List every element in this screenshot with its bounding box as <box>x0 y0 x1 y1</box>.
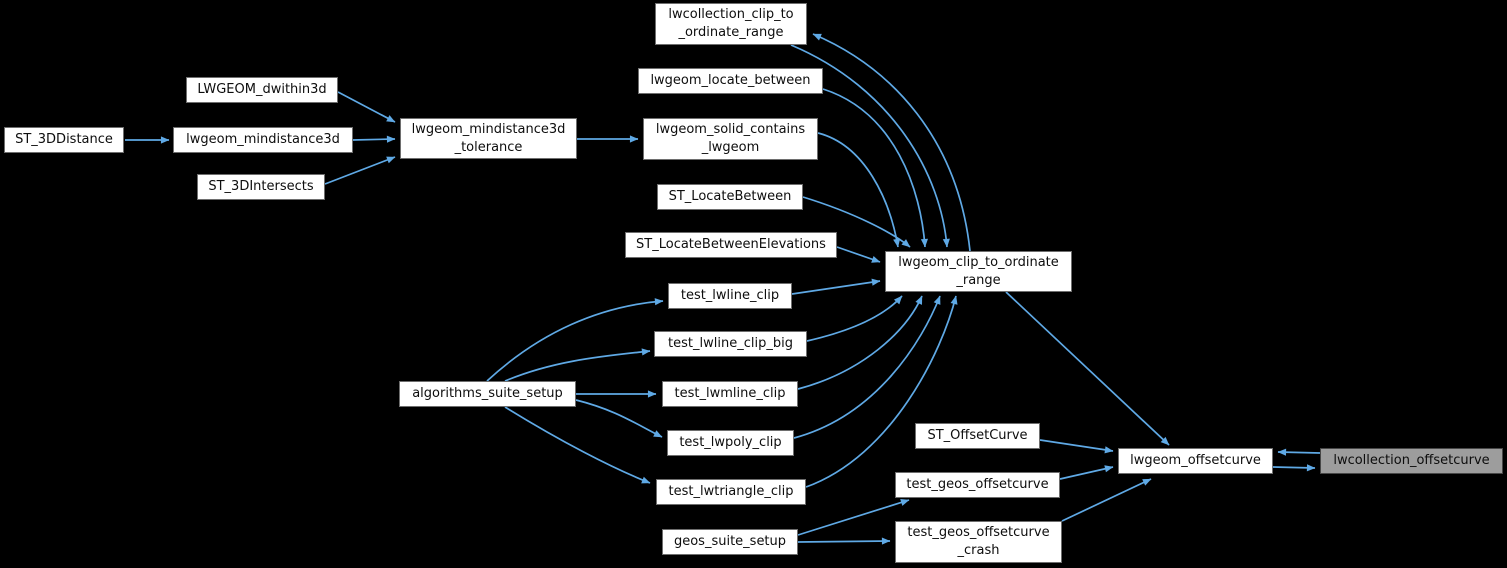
node-test-lwpoly-clip[interactable]: test_lwpoly_clip <box>667 430 794 456</box>
edge-algorithms-suite-setup-to-test-lwpoly-clip <box>575 399 663 438</box>
node-lwgeom-clip-to-ordinate-range[interactable]: lwgeom_clip_to_ordinate _range <box>885 251 1072 292</box>
node-lwgeom-mindistance3d[interactable]: lwgeom_mindistance3d <box>173 127 353 153</box>
edge-lwcollection-offsetcurve-to-lwgeom-offsetcurve <box>1277 448 1321 456</box>
node-test-lwtriangle-clip[interactable]: test_lwtriangle_clip <box>656 479 806 505</box>
node-st-offsetcurve[interactable]: ST_OffsetCurve <box>915 423 1040 449</box>
edge-test-lwpoly-clip-to-lwgeom-clip-to-ordinate-range <box>793 295 941 439</box>
edge-geos-suite-setup-to-test-geos-offsetcurve-crash <box>797 537 891 545</box>
edge-lwgeom-dwithin3d-to-lwgeom-mindistance3d-tolerance <box>337 91 396 123</box>
edge-lwgeom-solid-contains-lwgeom-to-lwgeom-clip-to-ordinate-range <box>817 132 901 248</box>
edge-geos-suite-setup-to-test-geos-offsetcurve <box>797 499 910 536</box>
node-lwcollection-offsetcurve[interactable]: lwcollection_offsetcurve <box>1320 448 1503 474</box>
node-test-geos-offsetcurve[interactable]: test_geos_offsetcurve <box>895 472 1060 498</box>
node-algorithms-suite-setup[interactable]: algorithms_suite_setup <box>399 381 576 407</box>
node-st-3dintersects[interactable]: ST_3DIntersects <box>197 174 325 200</box>
edge-lwgeom-mindistance3d-to-lwgeom-mindistance3d-tolerance <box>352 135 396 143</box>
edge-st-offsetcurve-to-lwgeom-offsetcurve <box>1039 439 1114 454</box>
node-lwgeom-offsetcurve[interactable]: lwgeom_offsetcurve <box>1118 448 1273 474</box>
node-st-locatebetweenelevations[interactable]: ST_LocateBetweenElevations <box>625 232 837 258</box>
node-lwgeom-dwithin3d[interactable]: LWGEOM_dwithin3d <box>186 77 338 103</box>
node-lwcollection-clip-to-ordinate-range[interactable]: lwcollection_clip_to _ordinate_range <box>655 3 807 45</box>
edge-st-locatebetweenelevations-to-lwgeom-clip-to-ordinate-range <box>836 246 881 263</box>
node-test-lwline-clip[interactable]: test_lwline_clip <box>668 283 792 309</box>
edge-lwgeom-locate-between-to-lwgeom-clip-to-ordinate-range <box>822 88 928 248</box>
edge-test-lwmline-clip-to-lwgeom-clip-to-ordinate-range <box>797 295 923 390</box>
edge-test-geos-offsetcurve-to-lwgeom-offsetcurve <box>1059 465 1114 480</box>
edge-st-3dintersects-to-lwgeom-mindistance3d-tolerance <box>324 156 396 185</box>
edge-algorithms-suite-setup-to-test-lwtriangle-clip <box>504 406 651 484</box>
edge-lwgeom-clip-to-ordinate-range-to-lwgeom-offsetcurve <box>1005 291 1170 446</box>
edge-lwcollection-clip-to-ordinate-range-to-lwgeom-clip-to-ordinate-range <box>790 44 950 248</box>
node-lwgeom-mindistance3d-tolerance[interactable]: lwgeom_mindistance3d _tolerance <box>400 118 577 159</box>
edge-algorithms-suite-setup-to-test-lwline-clip <box>486 298 664 382</box>
edge-lwgeom-clip-to-ordinate-range-to-lwcollection-clip-to-ordinate-range <box>812 33 971 252</box>
node-test-lwline-clip-big[interactable]: test_lwline_clip_big <box>654 331 807 357</box>
edge-lwgeom-offsetcurve-to-lwcollection-offsetcurve <box>1272 464 1316 472</box>
edge-test-lwtriangle-clip-to-lwgeom-clip-to-ordinate-range <box>805 295 958 488</box>
edge-test-geos-offsetcurve-crash-to-lwgeom-offsetcurve <box>1061 478 1152 522</box>
node-st-locatebetween[interactable]: ST_LocateBetween <box>657 184 803 210</box>
node-st-3ddistance[interactable]: ST_3DDistance <box>4 127 124 153</box>
edge-test-lwline-clip-big-to-lwgeom-clip-to-ordinate-range <box>806 295 903 342</box>
node-test-lwmline-clip[interactable]: test_lwmline_clip <box>662 381 798 407</box>
edge-test-lwline-clip-to-lwgeom-clip-to-ordinate-range <box>791 278 881 295</box>
edge-st-locatebetween-to-lwgeom-clip-to-ordinate-range <box>802 196 911 248</box>
node-geos-suite-setup[interactable]: geos_suite_setup <box>662 529 798 555</box>
node-test-geos-offsetcurve-crash[interactable]: test_geos_offsetcurve _crash <box>895 521 1062 563</box>
node-lwgeom-locate-between[interactable]: lwgeom_locate_between <box>638 68 823 94</box>
node-lwgeom-solid-contains-lwgeom[interactable]: lwgeom_solid_contains _lwgeom <box>643 118 818 160</box>
edge-algorithms-suite-setup-to-test-lwline-clip-big <box>504 348 651 382</box>
